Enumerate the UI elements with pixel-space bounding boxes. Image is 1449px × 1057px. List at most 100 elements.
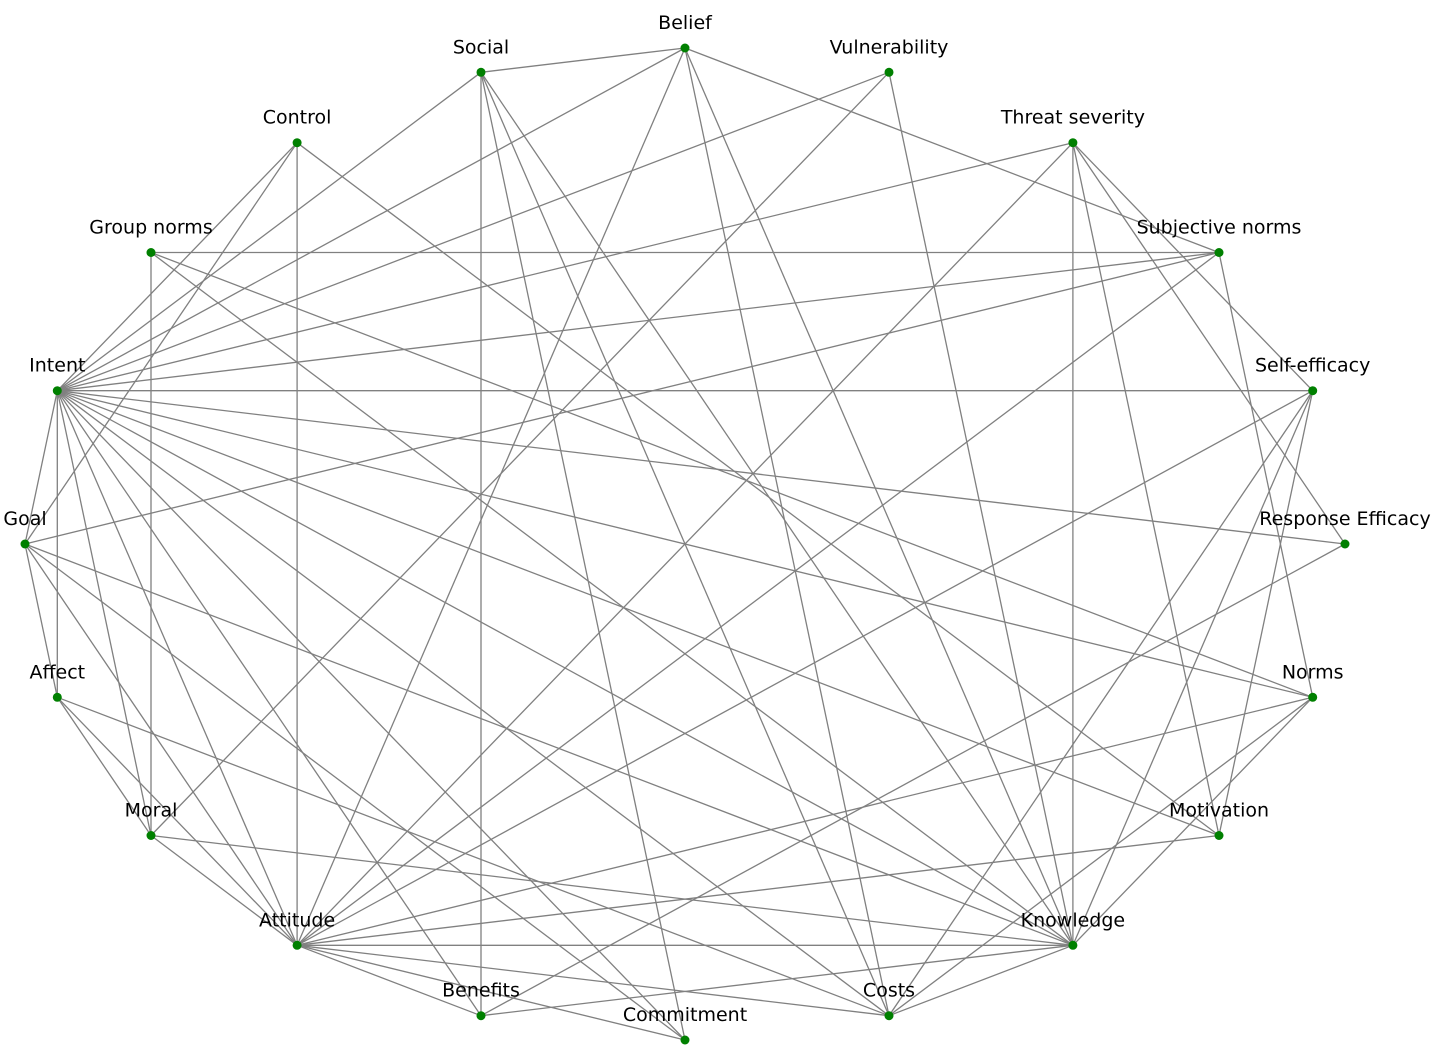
node-label-motivation: Motivation — [1169, 800, 1269, 822]
edge-threat-severity-response-efficacy — [1072, 142, 1346, 545]
edge-intent-commitment — [56, 390, 686, 1041]
node-label-self-efficacy: Self-efficacy — [1255, 355, 1370, 377]
node-threat-severity — [1068, 138, 1078, 148]
node-label-norms: Norms — [1282, 661, 1344, 683]
edge-moral-affect — [56, 696, 152, 836]
edge-belief-costs — [684, 47, 890, 1016]
node-label-response-efficacy: Response Efficacy — [1259, 508, 1430, 530]
edge-affect-goal — [24, 543, 58, 698]
edge-self-efficacy-knowledge — [1072, 390, 1314, 946]
edge-intent-response-efficacy — [57, 390, 1346, 545]
edge-social-belief — [480, 47, 686, 73]
edge-norms-knowledge — [1072, 696, 1314, 946]
edge-benefits-attitude — [296, 944, 482, 1017]
node-label-benefits: Benefits — [442, 980, 520, 1002]
edge-intent-goal — [24, 390, 58, 545]
node-self-efficacy — [1308, 386, 1318, 396]
node-norms — [1308, 692, 1318, 702]
edge-costs-attitude — [297, 944, 890, 1017]
edge-intent-social — [56, 71, 482, 392]
edge-control-goal — [24, 142, 298, 545]
node-label-commitment: Commitment — [623, 1004, 747, 1026]
node-label-belief: Belief — [658, 12, 713, 34]
edge-control-motivation — [296, 142, 1220, 837]
edge-vulnerability-knowledge — [888, 72, 1074, 946]
edge-intent-moral — [56, 390, 152, 836]
edge-layer — [24, 47, 1346, 1041]
node-vulnerability — [884, 67, 894, 77]
node-label-affect: Affect — [29, 661, 85, 683]
edge-belief-attitude — [296, 47, 686, 946]
node-social — [476, 67, 486, 77]
node-label-costs: Costs — [863, 980, 915, 1002]
node-response-efficacy — [1340, 539, 1350, 549]
edge-commitment-social — [480, 72, 686, 1041]
edge-intent-motivation — [57, 390, 1220, 837]
edge-group-norms-norms — [150, 251, 1313, 698]
edge-intent-control — [56, 142, 298, 392]
edge-threat-severity-attitude — [296, 142, 1074, 946]
edge-knowledge-benefits — [480, 944, 1073, 1017]
edge-norms-costs — [888, 696, 1314, 1017]
edge-knowledge-moral — [150, 834, 1073, 946]
node-moral — [146, 831, 156, 840]
edge-intent-belief — [56, 47, 686, 392]
edge-vulnerability-moral — [150, 71, 890, 836]
node-label-control: Control — [263, 107, 332, 129]
edge-social-knowledge — [480, 71, 1074, 946]
edge-attitude-goal — [24, 543, 298, 946]
node-benefits — [476, 1011, 486, 1021]
node-layer — [20, 43, 1350, 1045]
edge-intent-vulnerability — [57, 71, 890, 392]
edge-attitude-affect — [56, 696, 298, 946]
node-label-goal: Goal — [3, 508, 46, 530]
edge-intent-costs — [56, 390, 890, 1017]
edge-self-efficacy-motivation — [1218, 390, 1314, 836]
edge-belief-subjective-norms — [684, 47, 1220, 254]
node-affect — [52, 692, 62, 702]
edge-knowledge-goal — [24, 543, 1074, 946]
node-label-group-norms: Group norms — [89, 217, 212, 239]
node-control — [292, 138, 302, 148]
edge-intent-benefits — [56, 390, 482, 1017]
node-label-intent: Intent — [29, 355, 85, 377]
node-intent — [52, 386, 62, 396]
edge-intent-attitude — [56, 390, 298, 946]
edge-self-efficacy-attitude — [296, 390, 1314, 946]
node-label-subjective-norms: Subjective norms — [1137, 217, 1302, 239]
edge-threat-severity-motivation — [1072, 142, 1220, 836]
node-belief — [680, 43, 690, 53]
edge-motivation-attitude — [297, 834, 1220, 946]
edge-intent-subjective-norms — [57, 251, 1220, 392]
node-label-threat-severity: Threat severity — [1000, 107, 1145, 129]
node-goal — [20, 539, 30, 549]
edge-knowledge-costs — [888, 944, 1074, 1017]
node-label-moral: Moral — [125, 800, 178, 822]
edge-subjective-norms-norms — [1218, 252, 1314, 698]
edge-commitment-goal — [24, 543, 686, 1041]
node-knowledge — [1068, 940, 1078, 950]
edge-commitment-attitude — [296, 944, 686, 1041]
node-label-social: Social — [453, 36, 509, 58]
edge-threat-severity-self-efficacy — [1072, 142, 1314, 392]
node-label-vulnerability: Vulnerability — [830, 36, 949, 58]
edge-costs-affect — [57, 696, 890, 1017]
edge-norms-attitude — [296, 696, 1313, 946]
node-label-knowledge: Knowledge — [1021, 909, 1125, 931]
edge-subjective-norms-attitude — [296, 251, 1220, 946]
node-costs — [884, 1011, 894, 1021]
edge-group-norms-knowledge — [150, 251, 1074, 946]
node-motivation — [1214, 831, 1224, 840]
edge-self-efficacy-costs — [888, 390, 1314, 1017]
edge-belief-knowledge — [684, 47, 1074, 946]
edge-response-efficacy-benefits — [480, 543, 1346, 1017]
node-commitment — [680, 1035, 690, 1045]
node-attitude — [292, 940, 302, 950]
node-label-attitude: Attitude — [259, 909, 335, 931]
node-group-norms — [146, 248, 156, 257]
edge-attitude-moral — [150, 834, 298, 946]
node-subjective-norms — [1214, 248, 1224, 257]
edge-subjective-norms-goal — [24, 251, 1220, 545]
